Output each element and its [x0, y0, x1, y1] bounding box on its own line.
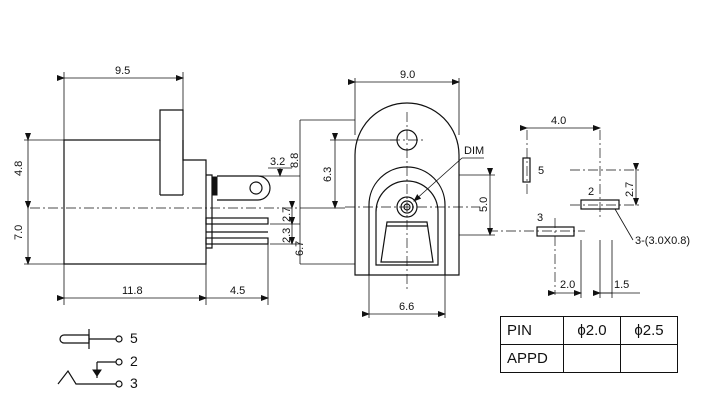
dim-2-7-pcb: 2.7 — [624, 182, 636, 197]
dim-1-5: 1.5 — [614, 279, 629, 291]
pcb-slot-5 — [522, 157, 531, 183]
dim-8-8: 8.8 — [289, 153, 301, 168]
pcb-label-2: 2 — [588, 186, 594, 198]
pin-table-cell-d25 — [620, 344, 678, 373]
side-pin-lower — [205, 237, 269, 245]
dim-11-8: 11.8 — [122, 285, 143, 297]
schematic-label-2: 2 — [130, 353, 138, 369]
side-pin-upper — [205, 217, 269, 225]
schematic-label-3: 3 — [130, 375, 138, 391]
pin-table-row-label: APPD — [500, 344, 564, 373]
pcb-label-3: 3 — [537, 212, 543, 224]
pin-table-cell-d20 — [563, 344, 621, 373]
dim-6-7: 6.7 — [294, 241, 306, 256]
dim-9-5: 9.5 — [115, 65, 130, 77]
dim-4-5: 4.5 — [230, 285, 245, 297]
dim-2-3: 2.3 — [281, 228, 293, 243]
dim-5-0: 5.0 — [478, 197, 490, 212]
schematic-symbol: 5 2 3 — [57, 329, 138, 391]
schematic-arrow — [92, 369, 102, 377]
side-body-outline — [63, 109, 207, 265]
dim-9-0: 9.0 — [400, 69, 415, 81]
pin-table-header-d20: ϕ2.0 — [563, 316, 621, 345]
schematic-label-5: 5 — [130, 330, 138, 346]
dim-2-7-side: 2.7 — [281, 207, 293, 222]
dim-callout-label: DIM — [464, 145, 484, 157]
dim-4-0: 4.0 — [551, 115, 566, 127]
pcb-slot-3 — [536, 226, 575, 237]
pin-table: PIN ϕ2.0 ϕ2.5 APPD — [500, 316, 678, 373]
dim-3-2: 3.2 — [270, 156, 285, 168]
side-view: 9.5 4.8 7.0 11.8 4.5 3.2 8.8 2.7 2.3 6.7 — [13, 65, 306, 305]
side-plug-face — [212, 176, 218, 196]
dim-2-0: 2.0 — [560, 279, 575, 291]
pin-table-header-d25: ϕ2.5 — [620, 316, 678, 345]
pcb-label-5: 5 — [538, 165, 544, 177]
pin-table-header-row: PIN ϕ2.0 ϕ2.5 — [500, 316, 678, 345]
pcb-hole-note: 3-(3.0X0.8) — [635, 235, 690, 247]
dim-6-6: 6.6 — [399, 301, 414, 313]
front-plug-trapezoid — [380, 221, 434, 263]
schematic-switch — [57, 369, 116, 385]
schematic-plug — [59, 334, 90, 344]
dim-6-3: 6.3 — [322, 167, 334, 182]
front-view: 9.0 6.3 5.0 6.6 DIM — [300, 69, 495, 318]
pcb-layout: 4.0 2.7 2.0 1.5 5 2 3 3-(3.0X0.8) — [488, 115, 690, 298]
dim-4-8: 4.8 — [13, 161, 25, 176]
pin-table-header-pin: PIN — [500, 316, 564, 345]
front-outer-outline — [354, 102, 460, 276]
pin-table-row: APPD — [500, 344, 678, 373]
dim-7-0: 7.0 — [13, 225, 25, 240]
